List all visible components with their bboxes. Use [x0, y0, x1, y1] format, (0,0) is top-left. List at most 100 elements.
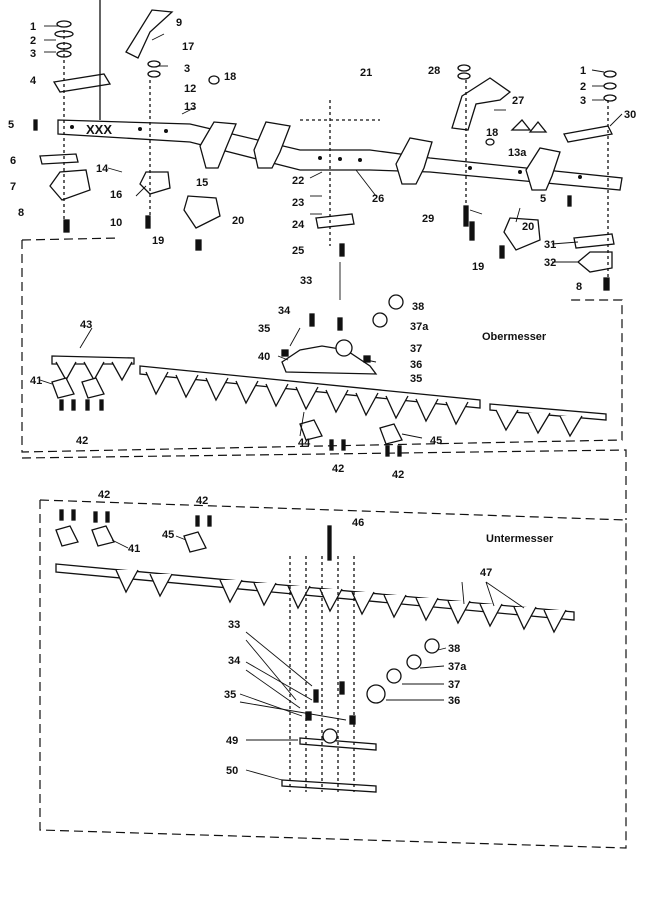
- lower-frame-top: [39, 499, 627, 521]
- callout-3c: 3: [580, 95, 586, 107]
- callout-27: 27: [512, 95, 524, 107]
- callout-31: 31: [544, 239, 556, 251]
- nut-stack-left: [54, 20, 617, 146]
- guide-clip-2: [253, 121, 291, 169]
- main-beam: [57, 119, 623, 191]
- callout-32: 32: [544, 257, 556, 269]
- assembly-leaders: [63, 30, 609, 280]
- callout-14: 14: [96, 163, 109, 175]
- callout-7: 7: [10, 181, 16, 193]
- callout-45b: 45: [162, 529, 174, 541]
- guide-clip-1: [199, 121, 237, 169]
- callout-13a: 13a: [508, 147, 527, 159]
- lower-sections: [115, 569, 567, 634]
- bracket-7: [49, 169, 91, 201]
- section-title-upper: Obermesser: [482, 331, 547, 343]
- callout-49: 49: [226, 735, 238, 747]
- nut-38-lower: [424, 638, 440, 654]
- callout-4: 4: [30, 75, 37, 87]
- arm-27: [451, 77, 512, 131]
- main-beam-assembly: XXX: [33, 0, 623, 291]
- callout-6: 6: [10, 155, 16, 167]
- callout-10: 10: [110, 217, 122, 229]
- ball-37: [335, 339, 353, 357]
- callout-3: 3: [30, 48, 36, 60]
- callout-34b: 34: [228, 655, 241, 667]
- callout-20b: 20: [522, 221, 534, 233]
- callout-38: 38: [412, 301, 424, 313]
- finger-41c: [55, 525, 79, 547]
- callout-13: 13: [184, 101, 196, 113]
- section-title-lower: Untermesser: [486, 533, 554, 545]
- callout-25: 25: [292, 245, 304, 257]
- beam-marking: XXX: [86, 122, 112, 137]
- upper-rivets: [59, 313, 402, 457]
- plate-31: [573, 233, 615, 249]
- upper-frame-top: [21, 237, 121, 241]
- finger-41d: [91, 525, 115, 547]
- callout-45: 45: [430, 435, 442, 447]
- callout-36: 36: [410, 359, 422, 371]
- clip-13a-1: [510, 119, 532, 131]
- callout-42d: 42: [98, 489, 110, 501]
- callout-18: 18: [224, 71, 236, 83]
- callout-21: 21: [360, 67, 372, 79]
- callout-41: 41: [30, 375, 42, 387]
- callout-37b: 37: [448, 679, 460, 691]
- lower-pin: [322, 728, 338, 744]
- callout-35: 35: [258, 323, 270, 335]
- callout-29: 29: [422, 213, 434, 225]
- callout-17: 17: [182, 41, 194, 53]
- bearing-37a: [372, 312, 388, 328]
- callout-20: 20: [232, 215, 244, 227]
- shoe-20b: [503, 217, 541, 251]
- shoe-20a: [183, 195, 221, 229]
- lower-rivets: [59, 509, 356, 725]
- frame-lines: [21, 237, 627, 849]
- callout-18b: 18: [486, 127, 498, 139]
- lower-frame-outline: [39, 500, 627, 849]
- callout-3b: 3: [184, 63, 190, 75]
- guide-clip-3: [395, 137, 433, 185]
- callout-1: 1: [30, 21, 36, 33]
- callout-1b: 1: [580, 65, 586, 77]
- bearing-37a-lower: [406, 654, 422, 670]
- beam-holes: [70, 125, 582, 179]
- callout-41b: 41: [128, 543, 140, 555]
- nut-38: [388, 294, 404, 310]
- plate-6: [39, 153, 79, 165]
- callout-8: 8: [18, 207, 24, 219]
- callout-42: 42: [76, 435, 88, 447]
- callout-24: 24: [292, 219, 305, 231]
- lever-9: [125, 9, 174, 59]
- callout-9: 9: [176, 17, 182, 29]
- callout-8b: 8: [576, 281, 582, 293]
- callout-36b: 36: [448, 695, 460, 707]
- callout-26: 26: [372, 193, 384, 205]
- finger-45b: [183, 531, 207, 553]
- callout-2: 2: [30, 35, 36, 47]
- bracket-16: [139, 171, 171, 195]
- ball-36: [366, 684, 386, 704]
- callout-44: 44: [298, 437, 311, 449]
- callout-42b: 42: [332, 463, 344, 475]
- callout-46: 46: [352, 517, 364, 529]
- finger-45a: [379, 423, 403, 445]
- bracket-32: [576, 251, 613, 273]
- knife-plate-50: [281, 779, 377, 793]
- callout-labels: 1 2 3 4 5 6 7 8 9 17 3 12 13 18 21 14 16…: [8, 17, 636, 777]
- callout-12: 12: [184, 83, 196, 95]
- bolts: [33, 119, 610, 291]
- callout-15: 15: [196, 177, 208, 189]
- clip-13a-2: [528, 120, 548, 133]
- callout-37a-b: 37a: [448, 661, 467, 673]
- callout-19b: 19: [472, 261, 484, 273]
- callout-47: 47: [480, 567, 492, 579]
- plate-4: [52, 73, 112, 93]
- plate-30: [563, 125, 613, 143]
- frame-separator: [21, 449, 627, 520]
- callout-5: 5: [8, 119, 14, 131]
- nut-37: [386, 668, 402, 684]
- plate-24: [315, 213, 355, 229]
